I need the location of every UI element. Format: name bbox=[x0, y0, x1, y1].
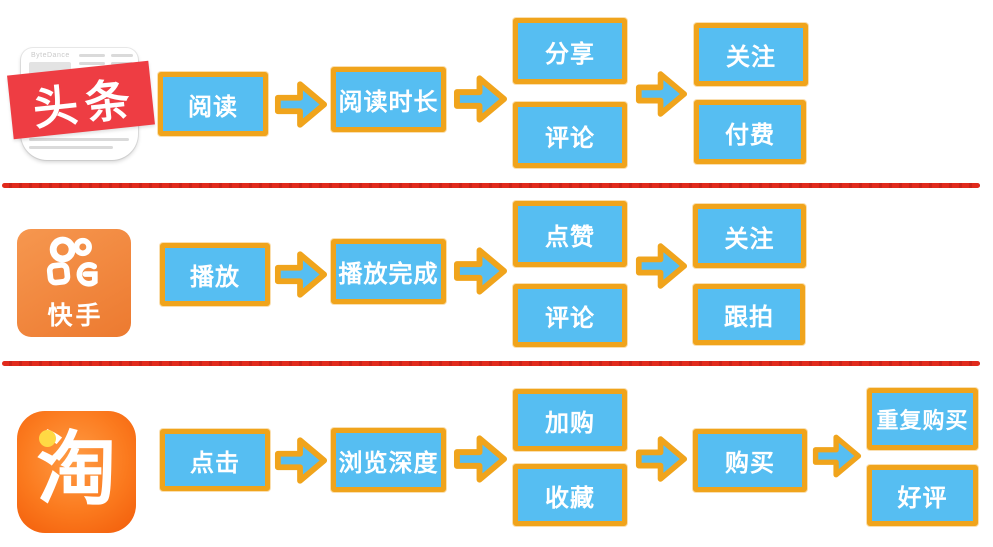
flow-box: 收藏 bbox=[513, 464, 627, 526]
arrow-right-icon bbox=[274, 246, 328, 303]
toutiao-banner-text: 头条 bbox=[30, 72, 140, 135]
flow-box: 阅读时长 bbox=[331, 67, 446, 132]
flow-box: 跟拍 bbox=[693, 284, 805, 345]
arrow-right-icon bbox=[274, 76, 328, 133]
toutiao-logo: ByteDance 头条 bbox=[7, 26, 155, 166]
kuaishou-logo: 快手 bbox=[17, 229, 131, 337]
taobao-logo: 淘 bbox=[17, 411, 136, 533]
newspaper-line bbox=[111, 54, 133, 57]
newspaper-line bbox=[29, 146, 113, 149]
flow-box: 好评 bbox=[867, 465, 978, 526]
flow-box: 加购 bbox=[513, 389, 627, 451]
arrow-right-icon bbox=[635, 65, 688, 123]
flow-box: 评论 bbox=[513, 284, 627, 347]
taobao-yellow-dot bbox=[39, 430, 56, 447]
kuaishou-camera-icon bbox=[46, 236, 98, 287]
flow-box: 关注 bbox=[693, 204, 806, 268]
flow-box: 阅读 bbox=[158, 72, 268, 136]
flow-box: 付费 bbox=[694, 100, 806, 164]
flow-box: 关注 bbox=[694, 23, 808, 86]
flow-box: 点赞 bbox=[513, 201, 627, 267]
arrow-right-icon bbox=[453, 430, 508, 488]
arrow-right-icon bbox=[453, 70, 508, 128]
flow-box: 分享 bbox=[513, 18, 627, 84]
newspaper-line bbox=[29, 138, 129, 141]
flow-box: 播放完成 bbox=[331, 239, 446, 304]
flow-box: 播放 bbox=[160, 243, 270, 306]
newspaper-line bbox=[79, 62, 105, 65]
bytedance-label: ByteDance bbox=[31, 52, 70, 59]
flow-box: 评论 bbox=[513, 102, 627, 168]
flow-box: 点击 bbox=[160, 429, 270, 491]
flow-box: 重复购买 bbox=[867, 388, 978, 450]
flow-box: 浏览深度 bbox=[331, 428, 446, 492]
row-divider bbox=[2, 361, 980, 366]
arrow-right-icon bbox=[453, 242, 508, 300]
arrow-right-icon bbox=[635, 237, 688, 295]
newspaper-line bbox=[79, 54, 105, 57]
arrow-right-icon bbox=[812, 428, 862, 484]
arrow-right-icon bbox=[274, 432, 328, 489]
row-divider bbox=[2, 183, 980, 188]
flow-box: 购买 bbox=[693, 429, 807, 492]
arrow-right-icon bbox=[635, 430, 688, 488]
kuaishou-logo-text: 快手 bbox=[47, 301, 104, 330]
